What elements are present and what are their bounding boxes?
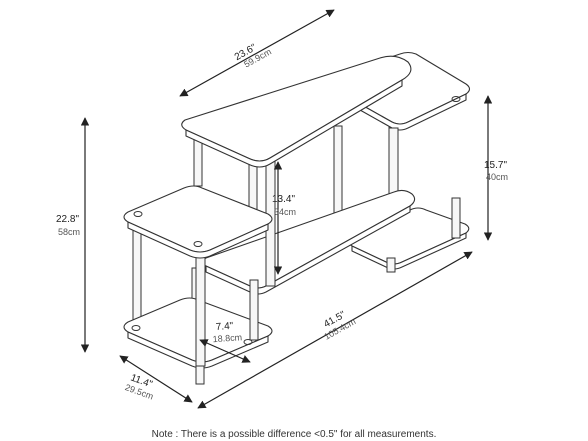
right-height-inches: 15.7"	[484, 160, 507, 171]
total-width-dimension-line	[197, 251, 473, 409]
total-height-inches: 22.8"	[56, 214, 79, 225]
left-right-post	[249, 279, 259, 341]
inner-depth-inches: 7.4"	[215, 321, 234, 333]
left-front-foot	[195, 363, 205, 385]
mid-clearance-cm: 34cm	[274, 207, 296, 217]
mid-clearance-inches: 13.4"	[272, 194, 295, 205]
dimension-lines	[80, 9, 493, 409]
right-height-cm: 40cm	[486, 172, 508, 182]
center-left-post	[193, 137, 203, 187]
left-front-post	[195, 253, 206, 367]
measurement-note: Note : There is a possible difference <0…	[151, 429, 437, 440]
right-front-post	[451, 197, 461, 239]
top-width-dimension-line	[179, 9, 335, 97]
total-height-cm: 58cm	[58, 227, 80, 237]
left-back-post	[132, 227, 142, 329]
left-top-hole-2	[193, 241, 203, 247]
inner-depth-cm: 18.8cm	[212, 332, 242, 344]
depth-dimension-line	[119, 355, 193, 403]
left-top-hole-1	[133, 211, 143, 217]
right-foot	[386, 257, 396, 273]
left-bottom-hole-1	[131, 325, 141, 331]
tv-stand-illustration	[123, 51, 471, 385]
right-top-hole	[451, 96, 461, 102]
